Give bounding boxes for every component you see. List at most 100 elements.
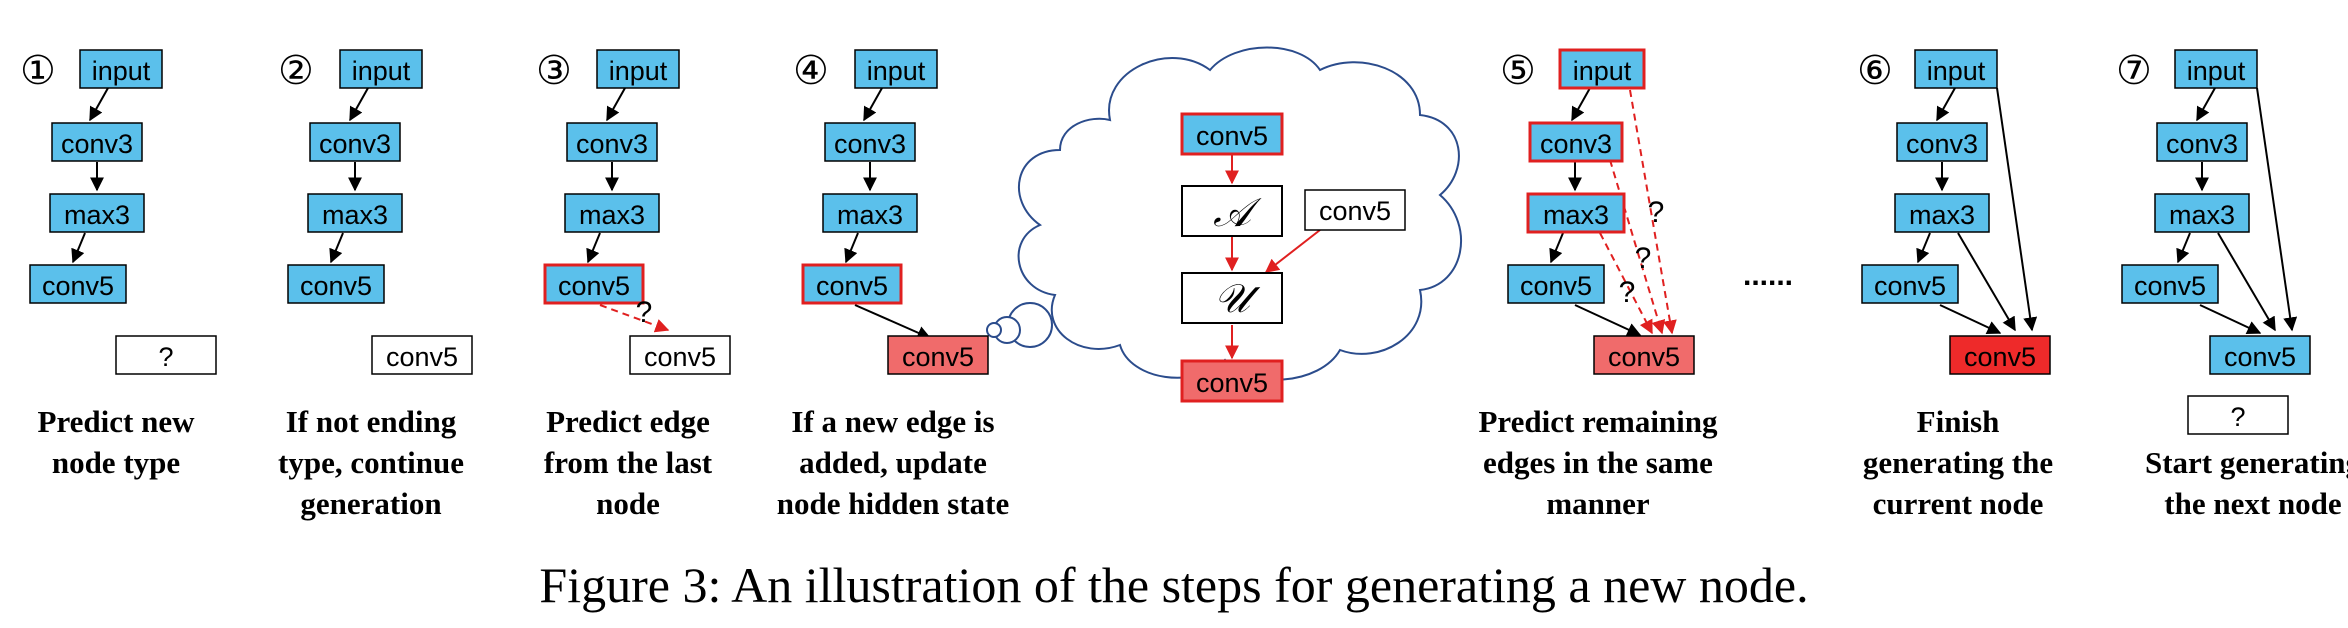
node-conv5-label: conv5 [300,271,372,301]
ellipsis: ...... [1743,259,1793,292]
step2-graph: input conv3 max3 conv5 conv5 [287,49,473,375]
step-desc-line: node [596,486,660,521]
node-conv3-highlighted [1528,121,1624,163]
predicted-edge [599,304,670,333]
edge-max3-conv5 [329,232,344,264]
node-conv3 [309,122,401,162]
step-numbers: ① ② ③ ④ ⑤ ⑥ ⑦ [20,49,2152,93]
node-conv3-label: conv3 [319,129,391,159]
node-input [596,49,680,89]
predicted-edge [1599,232,1653,335]
node-new [1593,335,1695,375]
step-number: ① [20,49,56,93]
edge-max3-conv5 [2176,232,2191,264]
node-conv3-label: conv3 [1540,129,1612,159]
node-conv5 [1507,264,1605,304]
step6-graph: input conv3 max3 conv5 conv5 [1861,49,2051,375]
node-conv5-label: conv5 [2134,271,2206,301]
node-new-label: conv5 [1964,342,2036,372]
node-max3 [307,193,403,233]
edge-max3-newnode [1957,232,2016,332]
step-desc-line: type, continue [278,445,464,480]
node-new [2187,395,2289,435]
node-conv5-label: conv5 [558,271,630,301]
node-conv3-label: conv3 [2166,129,2238,159]
node-new-label: conv5 [902,342,974,372]
node-input-label: input [2187,56,2246,86]
edge-input-conv3 [2196,87,2216,122]
node-conv5-label: conv5 [1319,196,1391,226]
node-conv5 [2121,264,2219,304]
node-conv3-label: conv3 [834,129,906,159]
edge-question-mark: ? [1648,196,1665,229]
node-conv5-updated [1180,359,1284,403]
edge-conv5-newnode [1939,304,2002,335]
node-input-highlighted [1558,48,1646,90]
node-conv5-highlighted [801,263,903,305]
node-new-label: conv5 [386,342,458,372]
step-desc-line: node type [52,445,180,480]
node-max3-label: max3 [1909,200,1975,230]
step-number: ⑥ [1857,49,1893,93]
node-input [2174,49,2258,89]
step-desc-line: Predict remaining [1478,404,1718,439]
node-new [887,335,989,375]
node-conv5-label: conv5 [1196,121,1268,151]
edge-max3-conv5 [1549,232,1564,264]
node-conv5-label: conv5 [2224,342,2296,372]
edges-red-layer [599,89,1677,360]
node-conv3 [51,122,143,162]
step-desc-line: manner [1546,486,1650,521]
edges-layer [71,87,2298,340]
node-max3 [2154,193,2250,233]
node-max3-label: max3 [2169,200,2235,230]
node-new [115,335,217,375]
node-input [1914,49,1998,89]
step-desc-line: Start generating [2145,445,2348,480]
node-conv5-source [1180,112,1284,156]
step-desc-line: edges in the same [1483,445,1713,480]
edge-max3-conv5 [844,232,859,264]
step-desc-line: the next node [2164,486,2341,521]
edge-input-conv3 [1571,87,1591,122]
node-conv5-label: conv5 [42,271,114,301]
step-desc-line: current node [1873,486,2044,521]
node-conv5-highlighted [543,263,645,305]
step-desc-line: If not ending [286,404,457,439]
edge-question-mark: ? [1619,276,1636,309]
node-input [79,49,163,89]
node-input-label: input [1573,56,1632,86]
predicted-edge [1609,159,1666,335]
node-max3 [49,193,145,233]
step-number: ④ [793,49,829,93]
step-desc-line: Predict new [38,404,196,439]
node-conv3 [824,122,916,162]
edge-max3-conv5 [71,232,86,264]
node-input-label: input [352,56,411,86]
step-desc-line: Predict edge [546,404,710,439]
node-conv3 [1896,122,1988,162]
node-max3-label: max3 [579,200,645,230]
step-descriptions: Predict new node type If not ending type… [38,404,2348,521]
node-max3 [822,193,918,233]
node-conv5-label: conv5 [816,271,888,301]
node-conv5 [1861,264,1959,304]
step-desc-line: generation [300,486,441,521]
node-conv5 [29,264,127,304]
predicted-edge [1629,89,1677,335]
node-conv5-label: conv5 [1196,368,1268,398]
edge-input-newnode [2256,87,2298,332]
edge-input-conv3 [89,87,109,122]
node-input-label: input [92,56,151,86]
node-max3 [1894,193,1990,233]
step-desc-line: If a new edge is [791,404,994,439]
node-new-finished [1949,335,2051,375]
node-max3-label: max3 [64,200,130,230]
node-conv3 [2156,122,2248,162]
node-max3-label: max3 [322,200,388,230]
node-conv3 [566,122,658,162]
step-number: ⑦ [2116,49,2152,93]
edge-input-conv3 [606,87,626,122]
step4-graph: input conv3 max3 conv5 conv5 [801,49,989,375]
node-max3-highlighted [1526,192,1626,234]
